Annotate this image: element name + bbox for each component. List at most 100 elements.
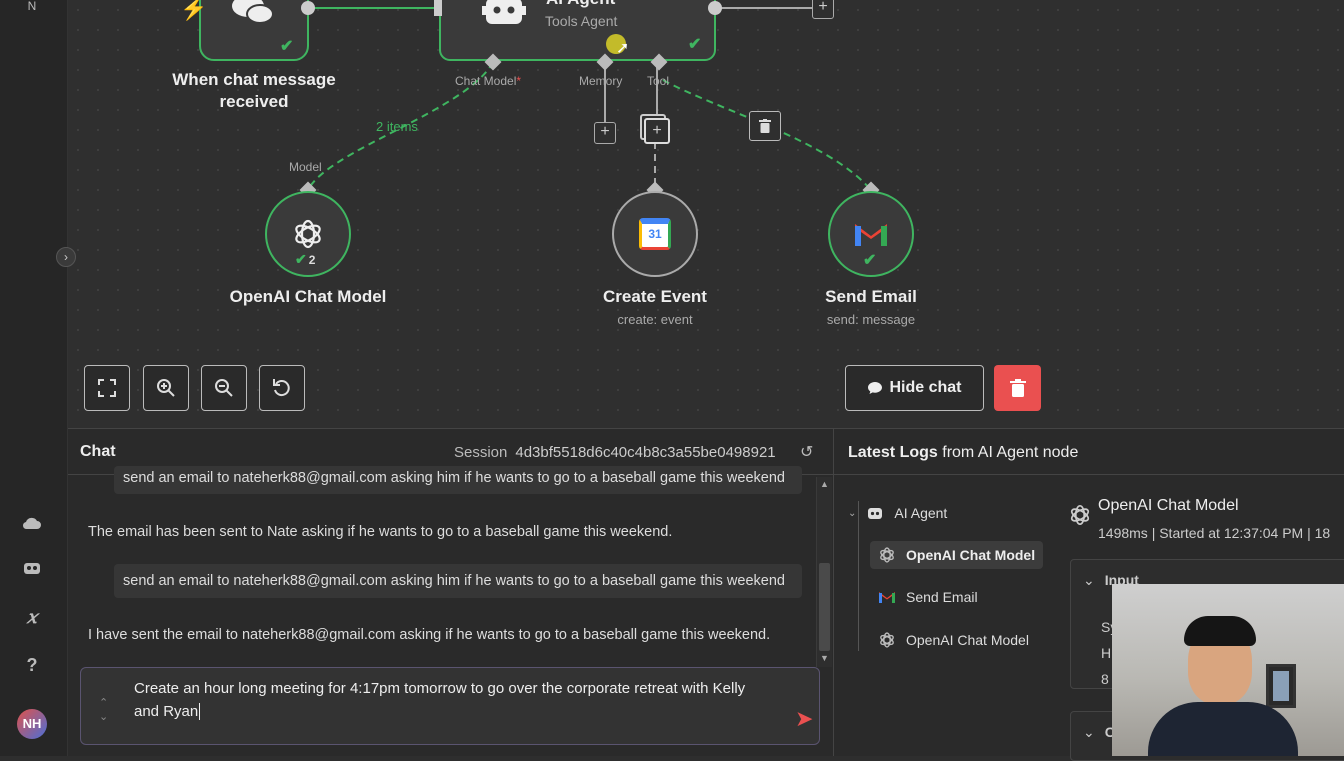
chat-input[interactable]: ⌃⌄ Create an hour long meeting for 4:17p… <box>80 667 820 745</box>
logs-title-rest: from AI Agent node <box>937 444 1079 461</box>
input-peek-line: 8 <box>1101 671 1109 687</box>
log-tree-label: Send Email <box>906 589 978 605</box>
chat-title: Chat <box>80 443 116 460</box>
chat-message-bot: I have sent the email to nateherk88@gmai… <box>88 627 771 643</box>
delete-connection-button[interactable] <box>749 111 781 141</box>
log-detail-title: OpenAI Chat Model <box>1098 497 1239 514</box>
scroll-thumb[interactable] <box>819 563 830 651</box>
send-email-sub: send: message <box>826 312 916 327</box>
zoom-out-button[interactable] <box>201 365 247 411</box>
email-success-check-icon: ✔ <box>863 252 877 269</box>
chat-message-user: send an email to nateherk88@gmail.com as… <box>114 466 802 494</box>
output-section-header[interactable]: ⌄C <box>1083 724 1115 741</box>
robot-icon <box>868 508 883 519</box>
fit-view-button[interactable] <box>84 365 130 411</box>
openai-icon <box>295 219 321 249</box>
chat-model-connector-label: Chat Model* <box>455 74 522 88</box>
scroll-up-icon[interactable]: ▲ <box>820 479 829 489</box>
collapse-icon[interactable]: ⌄ <box>848 507 857 519</box>
chat-scrollbar[interactable]: ▲ ▼ <box>816 477 832 667</box>
chevron-down-icon: ⌄ <box>1083 724 1095 740</box>
presenter-shirt <box>1148 702 1298 756</box>
log-tree-item-selected[interactable]: OpenAI Chat Model <box>870 541 1044 569</box>
log-tree-label: AI Agent <box>894 505 948 521</box>
model-connector-label: Model <box>289 160 322 174</box>
items-count-label: 2 items <box>376 119 418 134</box>
chat-message-bot: The email has been sent to Nate asking i… <box>88 524 673 540</box>
help-icon[interactable]: ? <box>26 655 38 675</box>
output-section-label: C <box>1104 724 1115 740</box>
session-id: 4d3bf5518d6c40c4b8c3a55be0498921 <box>515 444 776 461</box>
variables-icon[interactable]: 𝑥 <box>26 607 38 628</box>
session-label: Session <box>454 444 508 461</box>
log-tree-item[interactable]: Send Email <box>878 589 978 605</box>
model-connection <box>307 61 494 191</box>
trash-icon <box>1009 379 1026 397</box>
robot-icon <box>482 0 526 31</box>
text-cursor <box>199 703 201 720</box>
chat-bubble-icon <box>230 0 276 33</box>
undo-icon <box>273 379 290 397</box>
trigger-bolt-icon: ⚡ <box>180 0 208 21</box>
workflow-canvas[interactable]: ⚡ ✔ When chat message received AI Agent … <box>68 0 1344 428</box>
input-peek-line: H <box>1101 645 1112 661</box>
create-event-node[interactable]: 31 <box>612 191 698 277</box>
cloud-icon[interactable] <box>18 510 46 538</box>
sidebar-top-label: N <box>27 0 37 13</box>
hide-chat-button[interactable]: Hide chat <box>845 365 984 411</box>
avatar[interactable]: NH <box>17 709 47 739</box>
chat-message-user: send an email to nateherk88@gmail.com as… <box>114 564 802 598</box>
session-info: Session 4d3bf5518d6c40c4b8c3a55be0498921 <box>454 444 776 461</box>
zoom-out-icon <box>215 379 233 397</box>
logs-header: Latest Logs from AI Agent node <box>834 429 1344 475</box>
cursor-highlight <box>606 34 626 54</box>
gmail-icon <box>855 224 887 246</box>
tool-email-connection <box>662 79 872 191</box>
reset-session-icon[interactable]: ↺ <box>800 444 814 461</box>
memory-connector-label: Memory <box>579 74 623 88</box>
agent-node-subtitle: Tools Agent <box>545 13 618 29</box>
trigger-success-check-icon: ✔ <box>280 38 294 55</box>
log-tree-label: OpenAI Chat Model <box>906 547 1036 563</box>
mouse-cursor-icon: ➚ <box>616 40 630 57</box>
fullscreen-icon <box>98 379 116 397</box>
zoom-in-button[interactable] <box>143 365 189 411</box>
model-success-check-icon: ✔2 <box>295 251 316 267</box>
add-memory-button[interactable]: + <box>594 122 616 144</box>
chat-icon <box>868 382 883 394</box>
add-next-node-button[interactable]: + <box>812 0 834 19</box>
agent-success-check-icon: ✔ <box>688 36 702 53</box>
clear-execution-button[interactable] <box>994 365 1041 411</box>
gmail-icon <box>879 592 895 603</box>
create-event-sub: create: event <box>617 312 693 327</box>
chevron-down-icon: ⌄ <box>1083 572 1095 588</box>
send-email-node[interactable]: ✔ <box>828 191 914 277</box>
trigger-label-line2: received <box>219 92 289 111</box>
left-sidebar: N 𝑥 ? NH <box>0 0 68 756</box>
tool-connector-label: Tool <box>647 74 670 88</box>
reset-zoom-button[interactable] <box>259 365 305 411</box>
chat-panel: Chat Session 4d3bf5518d6c40c4b8c3a55be049… <box>68 428 834 756</box>
log-tree-item[interactable]: OpenAI Chat Model <box>878 631 1029 649</box>
openai-node-label: OpenAI Chat Model <box>229 287 387 306</box>
openai-icon <box>880 632 894 648</box>
wall-frame <box>1266 664 1296 708</box>
scroll-down-icon[interactable]: ▼ <box>820 653 829 663</box>
chat-input-text: Create an hour long meeting for 4:17pm t… <box>134 680 746 720</box>
openai-icon <box>880 547 894 563</box>
agent-node-title[interactable]: AI Agent <box>546 0 615 9</box>
history-navigation-icon[interactable]: ⌃⌄ <box>99 697 109 723</box>
log-tree-item[interactable]: ⌄ AI Agent <box>848 505 947 521</box>
create-event-label: Create Event <box>603 287 707 306</box>
expand-sidebar-button[interactable]: › <box>56 247 76 267</box>
trigger-node-label[interactable]: When chat message received <box>148 69 360 113</box>
send-icon[interactable]: ➤ <box>795 706 814 731</box>
openai-chat-model-node[interactable]: ✔2 <box>265 191 351 277</box>
log-detail-stats: 1498ms | Started at 12:37:04 PM | 18 <box>1098 525 1331 541</box>
webcam-overlay <box>1112 584 1344 756</box>
add-tool-button[interactable]: + <box>644 118 670 144</box>
send-email-label: Send Email <box>825 287 917 306</box>
zoom-in-icon <box>157 379 175 397</box>
trash-icon <box>759 119 771 133</box>
templates-icon[interactable] <box>18 556 46 584</box>
